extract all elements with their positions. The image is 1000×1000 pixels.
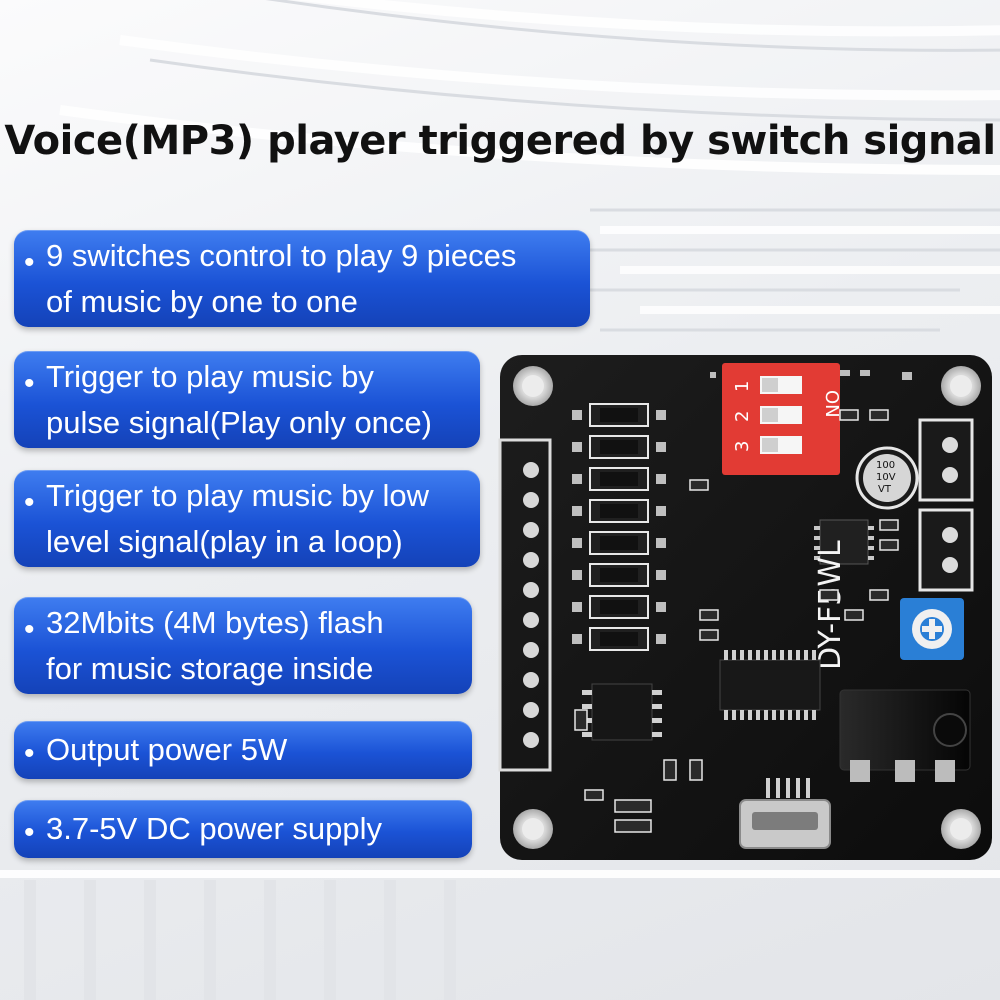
bullet-icon: • [24,613,35,646]
feature-pill-output-power: • Output power 5W [14,721,472,779]
bullet-icon: • [24,816,35,849]
feature-pill-pulse: • Trigger to play music by pulse signal(… [14,351,480,448]
feature-text: Trigger to play music by low level signa… [46,477,430,559]
feature-text: 3.7-5V DC power supply [46,811,382,846]
feature-pill-low-level: • Trigger to play music by low level sig… [14,470,480,567]
bullet-icon: • [24,737,35,770]
feature-pill-power-supply: • 3.7-5V DC power supply [14,800,472,858]
feature-pill-switches: • 9 switches control to play 9 pieces of… [14,230,590,327]
feature-text: 9 switches control to play 9 pieces of m… [46,237,517,319]
bullet-icon: • [24,367,35,400]
page-title: Voice(MP3) player triggered by switch si… [4,118,996,164]
feature-text: Output power 5W [46,732,288,767]
bullet-icon: • [24,246,35,279]
feature-text: 32Mbits (4M bytes) flash for music stora… [46,604,384,686]
feature-pill-flash: • 32Mbits (4M bytes) flash for music sto… [14,597,472,694]
feature-text: Trigger to play music by pulse signal(Pl… [46,358,432,440]
bullet-icon: • [24,486,35,519]
